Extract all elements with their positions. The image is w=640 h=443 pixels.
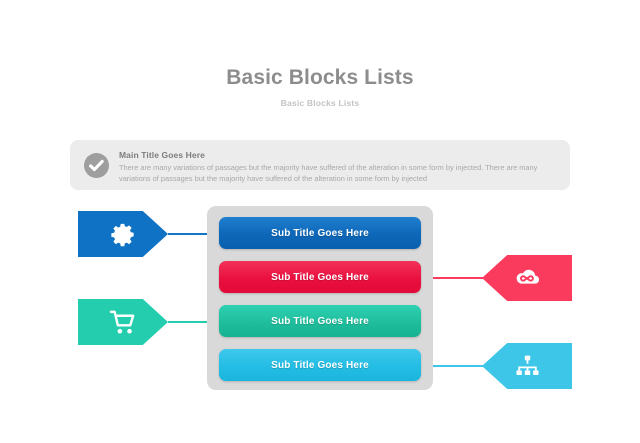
blocks-stack-panel: Sub Title Goes Here Sub Title Goes Here … [207,206,433,390]
pennant-tag-gear[interactable] [78,211,168,257]
sitemap-icon [514,353,541,380]
block-item-2[interactable]: Sub Title Goes Here [219,261,421,293]
header-description-panel: Main Title Goes Here There are many vari… [70,140,570,190]
header-text-group: Main Title Goes Here There are many vari… [119,150,556,184]
connector-line-row-2 [425,275,486,281]
block-item-1[interactable]: Sub Title Goes Here [219,217,421,249]
shopping-cart-icon [109,308,138,337]
cloud-infinity-icon [512,263,542,293]
connector-line-row-4 [425,363,486,369]
pennant-tag-cloud[interactable] [482,255,572,301]
block-item-3[interactable]: Sub Title Goes Here [219,305,421,337]
header-body-text: There are many variations of passages bu… [119,163,538,184]
pennant-tag-cart[interactable] [78,299,168,345]
block-item-4[interactable]: Sub Title Goes Here [219,349,421,381]
pennant-tag-sitemap[interactable] [482,343,572,389]
gear-icon [110,221,137,248]
check-circle-icon [84,153,109,178]
page-title: Basic Blocks Lists [226,66,414,89]
page-subtitle: Basic Blocks Lists [280,98,360,108]
header-title: Main Title Goes Here [119,150,205,160]
